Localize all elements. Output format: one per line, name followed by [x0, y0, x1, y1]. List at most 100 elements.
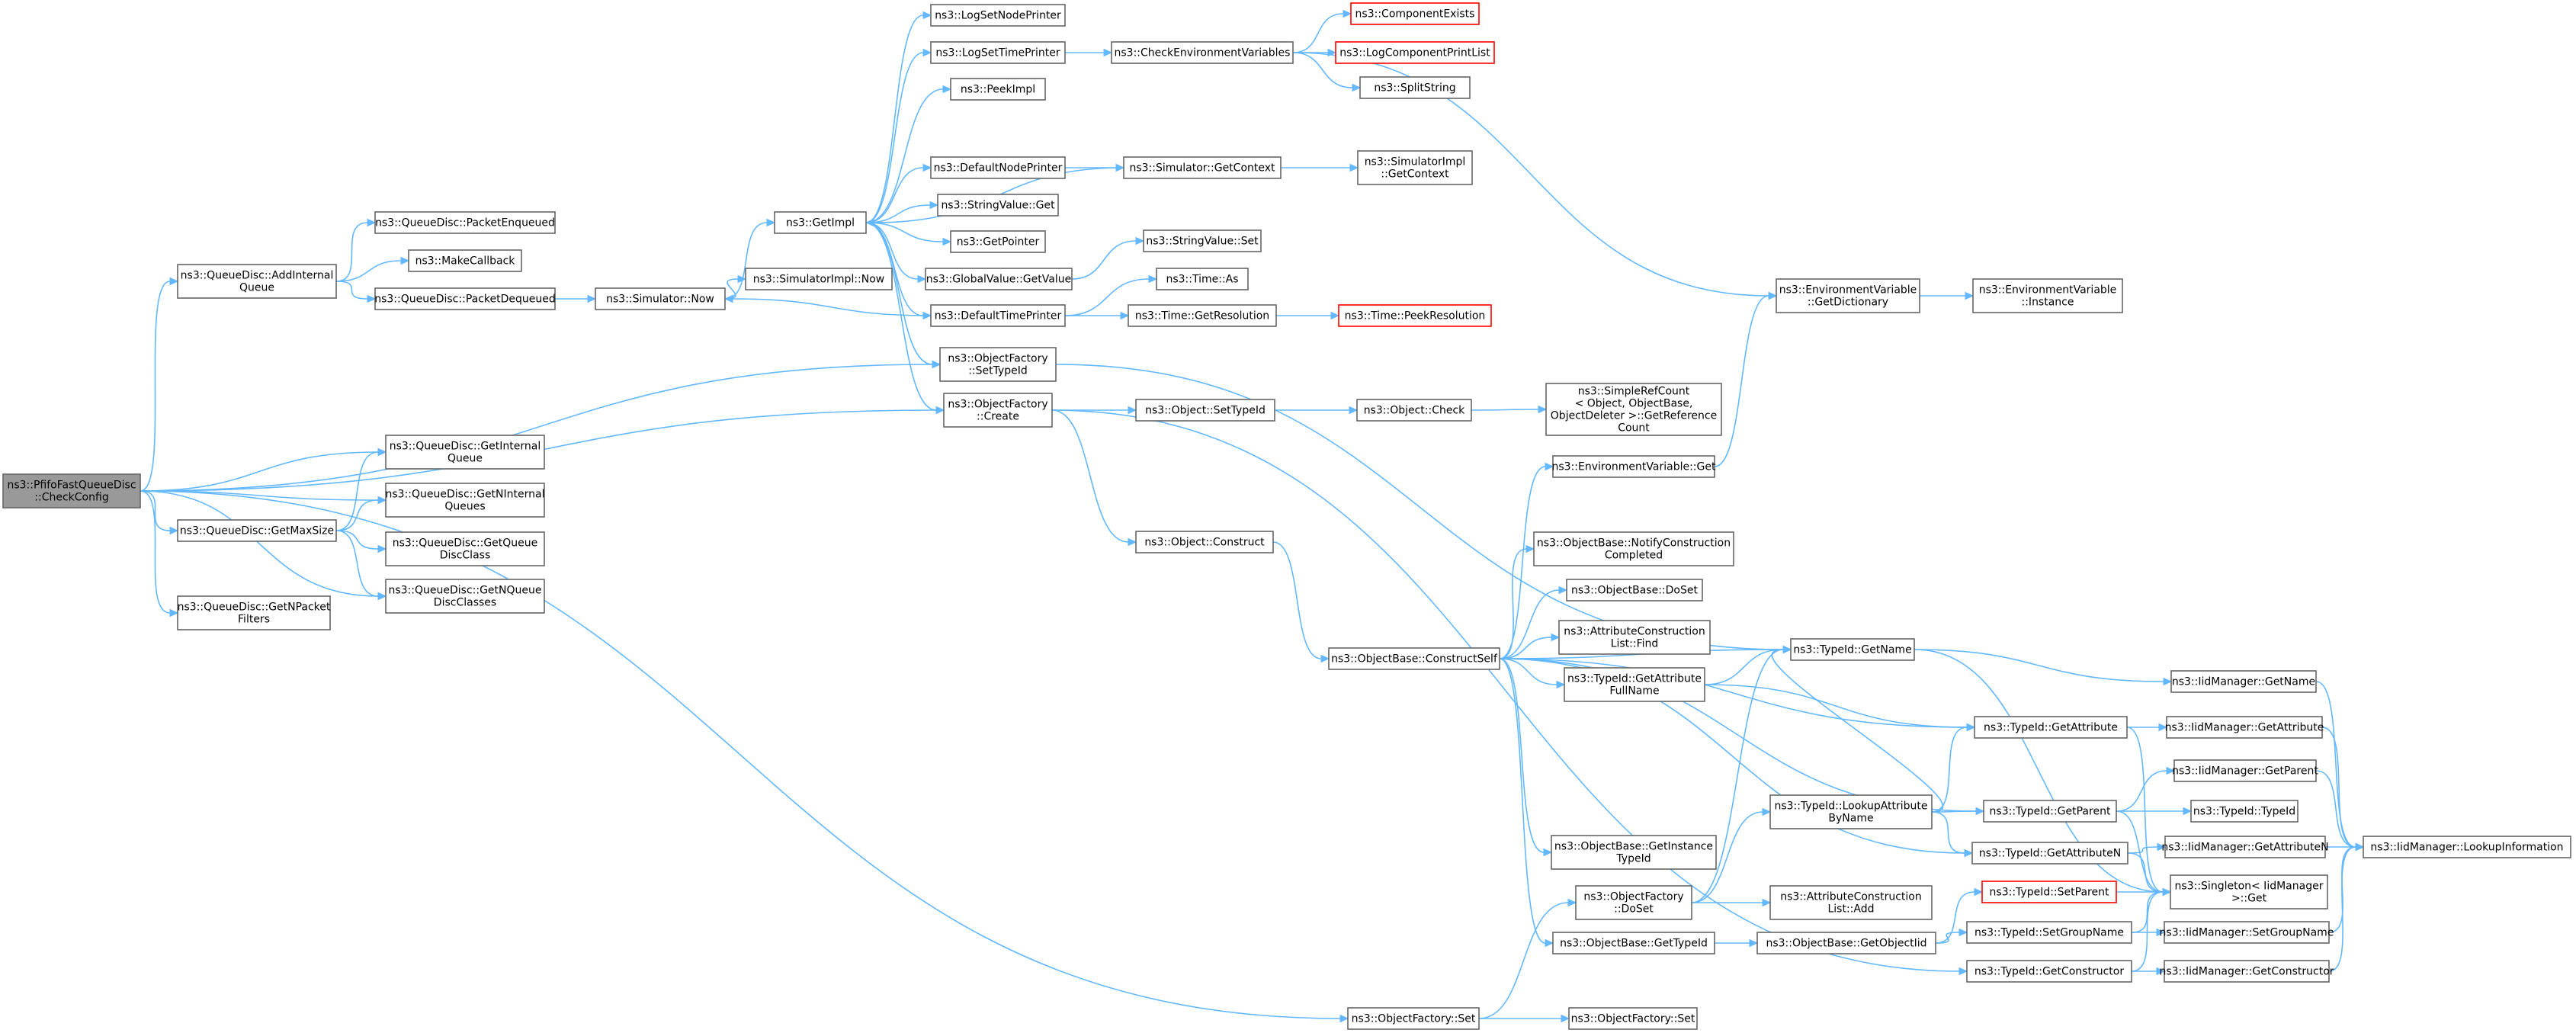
- node-box[interactable]: [1983, 800, 2117, 823]
- node-ns3-typeid-typeid[interactable]: ns3::TypeId::TypeId: [2190, 800, 2299, 823]
- node-ns3-objectbase-getobjectiid[interactable]: ns3::ObjectBase::GetObjectIid: [1756, 932, 1936, 954]
- node-ns3-typeid-getattributen[interactable]: ns3::TypeId::GetAttributeN: [1971, 842, 2128, 865]
- node-box[interactable]: [925, 268, 1073, 290]
- node-box[interactable]: [1347, 1007, 1480, 1030]
- node-box[interactable]: [745, 268, 893, 290]
- node-box[interactable]: [937, 194, 1059, 217]
- node-box[interactable]: [2164, 921, 2330, 944]
- node-box[interactable]: [385, 531, 545, 566]
- node-box[interactable]: [374, 211, 556, 234]
- node-ns3-defaultnodeprinter[interactable]: ns3::DefaultNodePrinter: [930, 156, 1066, 179]
- node-ns3-peekimpl[interactable]: ns3::PeekImpl: [950, 78, 1046, 101]
- node-box[interactable]: [1357, 150, 1473, 185]
- node-box[interactable]: [930, 304, 1066, 327]
- node-box[interactable]: [177, 595, 331, 630]
- node-ns3-simulator-now[interactable]: ns3::Simulator::Now: [595, 287, 726, 310]
- node-box[interactable]: [1143, 229, 1262, 252]
- node-ns3-environmentvariable-instance[interactable]: ns3::EnvironmentVariable::Instance: [1972, 278, 2123, 313]
- node-ns3-environmentvariable-get[interactable]: ns3::EnvironmentVariable::Get: [1552, 455, 1716, 478]
- node-box[interactable]: [1769, 794, 1933, 829]
- node-ns3-objectfactory-set[interactable]: ns3::ObjectFactory::Set: [1347, 1007, 1480, 1030]
- node-box[interactable]: [1359, 76, 1471, 99]
- node-box[interactable]: [385, 579, 545, 614]
- node-ns3-getpointer[interactable]: ns3::GetPointer: [950, 230, 1046, 253]
- node-box[interactable]: [177, 264, 337, 299]
- node-ns3-objectfactory-create[interactable]: ns3::ObjectFactory::Create: [943, 393, 1053, 428]
- node-box[interactable]: [2363, 836, 2571, 858]
- node-ns3-iidmanager-lookupinformation[interactable]: ns3::IidManager::LookupInformation: [2363, 836, 2571, 858]
- node-ns3-object-check[interactable]: ns3::Object::Check: [1356, 399, 1472, 422]
- node-box[interactable]: [1568, 1007, 1698, 1030]
- node-box[interactable]: [1575, 885, 1692, 920]
- node-ns3-queuedisc-packetenqueued[interactable]: ns3::QueueDisc::PacketEnqueued: [374, 211, 556, 234]
- node-box[interactable]: [2190, 800, 2299, 823]
- node-box[interactable]: [2164, 960, 2330, 983]
- node-ns3-object-settypeid[interactable]: ns3::Object::SetTypeId: [1135, 399, 1275, 422]
- node-box[interactable]: [950, 78, 1046, 101]
- node-box[interactable]: [1350, 2, 1480, 25]
- node-ns3-iidmanager-getparent[interactable]: ns3::IidManager::GetParent: [2172, 759, 2318, 782]
- node-box[interactable]: [1123, 156, 1282, 179]
- node-ns3-objectfactory-set[interactable]: ns3::ObjectFactory::Set: [1568, 1007, 1698, 1030]
- node-ns3-objectbase-gettypeid[interactable]: ns3::ObjectBase::GetTypeId: [1552, 932, 1715, 954]
- node-ns3-simulator-getcontext[interactable]: ns3::Simulator::GetContext: [1123, 156, 1282, 179]
- node-ns3-time-peekresolution[interactable]: ns3::Time::PeekResolution: [1338, 304, 1492, 327]
- node-box[interactable]: [1328, 647, 1500, 670]
- node-box[interactable]: [1552, 455, 1715, 478]
- node-box[interactable]: [1974, 716, 2128, 739]
- node-box[interactable]: [930, 41, 1066, 64]
- node-box[interactable]: [1966, 921, 2132, 944]
- node-ns3-makecallback[interactable]: ns3::MakeCallback: [408, 249, 522, 272]
- node-box[interactable]: [2164, 836, 2326, 858]
- node-ns3-objectbase-constructself[interactable]: ns3::ObjectBase::ConstructSelf: [1328, 647, 1500, 670]
- node-box[interactable]: [939, 347, 1057, 382]
- node-box[interactable]: [1776, 278, 1920, 313]
- node-ns3-objectfactory-settypeid[interactable]: ns3::ObjectFactory::SetTypeId: [939, 347, 1057, 382]
- node-box[interactable]: [1551, 835, 1717, 870]
- node-box[interactable]: [1552, 932, 1715, 954]
- node-ns3-iidmanager-getname[interactable]: ns3::IidManager::GetName: [2170, 670, 2317, 693]
- node-box[interactable]: [595, 287, 726, 310]
- node-box[interactable]: [930, 156, 1066, 179]
- node-ns3-queuedisc-packetdequeued[interactable]: ns3::QueueDisc::PacketDequeued: [374, 287, 556, 310]
- node-box[interactable]: [774, 211, 867, 234]
- node-ns3-simplerefcount-object-objectbase-objectdeleter-getreference-count[interactable]: ns3::SimpleRefCount< Object, ObjectBase,…: [1545, 383, 1722, 436]
- node-ns3-object-construct[interactable]: ns3::Object::Construct: [1135, 531, 1274, 553]
- node-ns3-typeid-setparent[interactable]: ns3::TypeId::SetParent: [1981, 881, 2117, 903]
- node-ns3-checkenvironmentvariables[interactable]: ns3::CheckEnvironmentVariables: [1111, 41, 1294, 64]
- node-ns3-defaulttimeprinter[interactable]: ns3::DefaultTimePrinter: [930, 304, 1066, 327]
- node-box[interactable]: [1356, 399, 1472, 422]
- node-box[interactable]: [2173, 759, 2317, 782]
- node-box[interactable]: [1545, 383, 1722, 436]
- node-box[interactable]: [1335, 41, 1495, 64]
- node-ns3-singleton-iidmanager-get[interactable]: ns3::Singleton< IidManager>::Get: [2170, 874, 2328, 909]
- node-ns3-typeid-setgroupname[interactable]: ns3::TypeId::SetGroupName: [1966, 921, 2132, 944]
- node-ns3-logsetnodeprinter[interactable]: ns3::LogSetNodePrinter: [930, 4, 1066, 27]
- node-ns3-iidmanager-setgroupname[interactable]: ns3::IidManager::SetGroupName: [2160, 921, 2334, 944]
- node-ns3-objectfactory-doset[interactable]: ns3::ObjectFactory::DoSet: [1575, 885, 1692, 920]
- node-ns3-stringvalue-set[interactable]: ns3::StringValue::Set: [1143, 229, 1262, 252]
- node-ns3-logcomponentprintlist[interactable]: ns3::LogComponentPrintList: [1335, 41, 1495, 64]
- node-box[interactable]: [1128, 304, 1277, 327]
- node-box[interactable]: [1156, 268, 1249, 290]
- node-box[interactable]: [1769, 885, 1933, 920]
- node-box[interactable]: [385, 483, 545, 518]
- node-box[interactable]: [1971, 842, 2128, 865]
- node-ns3-componentexists[interactable]: ns3::ComponentExists: [1350, 2, 1480, 25]
- node-ns3-objectbase-doset[interactable]: ns3::ObjectBase::DoSet: [1566, 579, 1703, 602]
- node-box[interactable]: [2170, 874, 2328, 909]
- node-ns3-typeid-getname[interactable]: ns3::TypeId::GetName: [1790, 638, 1915, 661]
- node-box[interactable]: [950, 230, 1046, 253]
- node-ns3-splitstring[interactable]: ns3::SplitString: [1359, 76, 1471, 99]
- node-box[interactable]: [408, 249, 522, 272]
- node-box[interactable]: [2170, 670, 2317, 693]
- node-ns3-typeid-getparent[interactable]: ns3::TypeId::GetParent: [1983, 800, 2117, 823]
